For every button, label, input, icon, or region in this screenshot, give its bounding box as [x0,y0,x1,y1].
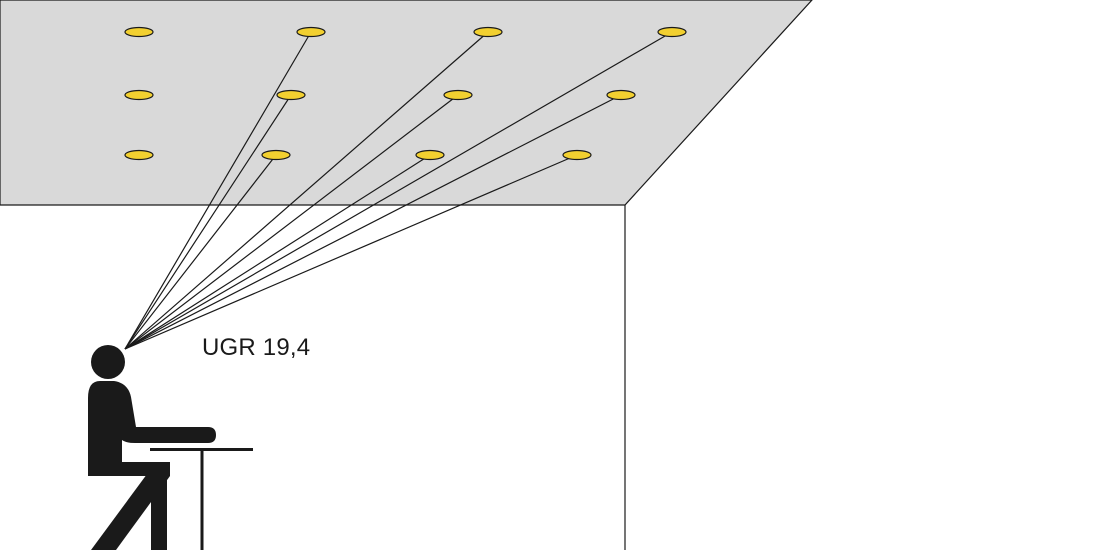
seated-person-icon [88,345,216,550]
recessed-downlight-icon [296,26,326,38]
ceiling-plane [0,0,813,206]
recessed-downlight-icon [443,89,473,101]
recessed-downlight-icon [124,149,154,161]
recessed-downlight-icon [261,149,291,161]
recessed-downlight-icon [562,149,592,161]
sight-line [124,154,277,350]
sight-line [124,154,578,350]
ugr-value-label: UGR 19,4 [202,334,311,361]
desk-icon [150,448,253,550]
sight-line [124,31,673,350]
recessed-downlight-icon [124,26,154,38]
person-head [91,345,125,379]
recessed-downlight-icon [473,26,503,38]
person-calf [151,470,167,550]
sight-line [124,154,431,350]
person-leg [91,470,170,550]
person-torso [88,381,216,462]
recessed-downlight-icon [276,89,306,101]
recessed-downlight-icon [124,89,154,101]
sight-line [124,94,292,350]
recessed-downlight-icon [657,26,687,38]
recessed-downlight-icon [606,89,636,101]
sight-lines [124,31,673,350]
sight-line [124,94,459,350]
sight-line [124,31,489,350]
sight-line [124,31,312,350]
sight-line [124,94,622,350]
recessed-downlight-icon [415,149,445,161]
luminaire-grid [124,26,687,161]
